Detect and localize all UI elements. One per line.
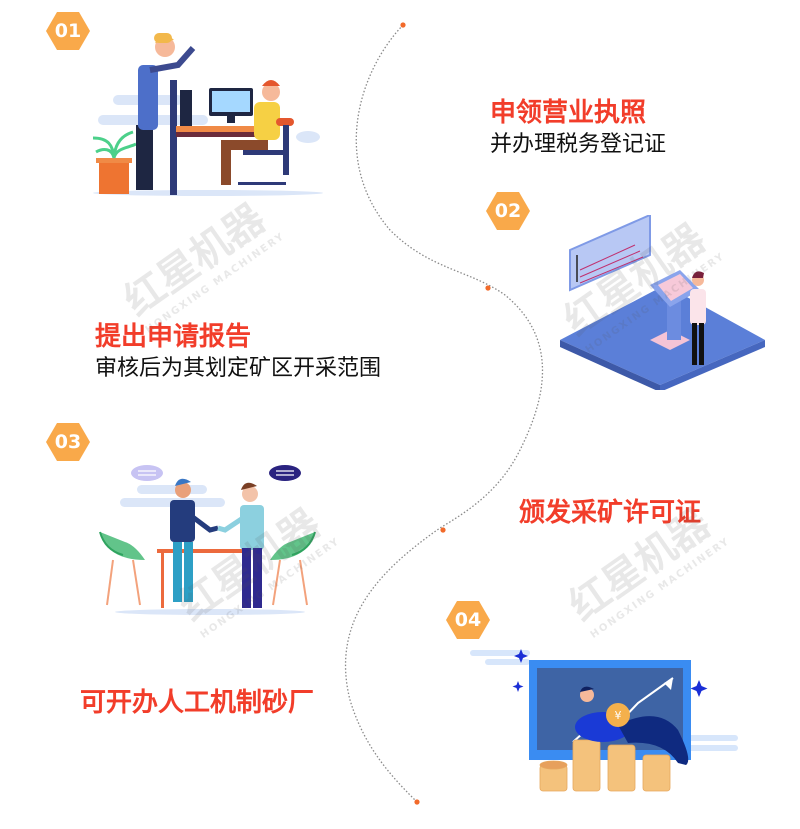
- step-badge-01: 01: [46, 12, 90, 50]
- step-badge-04: 04: [446, 601, 490, 639]
- svg-text:¥: ¥: [615, 709, 622, 722]
- step-title-04: 可开办人工机制砂厂: [80, 688, 315, 718]
- kiosk-application-illustration: [560, 215, 765, 390]
- timeline-dot: [485, 285, 491, 291]
- step-badge-03: 03: [46, 423, 90, 461]
- step-subtitle-02: 审核后为其划定矿区开采范围: [95, 356, 382, 381]
- timeline-dot: [440, 527, 446, 533]
- timeline-dot: [400, 22, 406, 28]
- handshake-illustration: [99, 465, 316, 615]
- step-badge-02: 02: [486, 192, 530, 230]
- step-title-02: 提出申请报告: [95, 322, 252, 352]
- timeline-dot: [414, 799, 420, 805]
- step-subtitle-01: 并办理税务登记证: [490, 132, 667, 157]
- step-title-03: 颁发采矿许可证: [519, 498, 702, 528]
- step-title-01: 申领营业执照: [490, 98, 647, 128]
- office-discussion-illustration: [92, 33, 323, 196]
- coins-growth-illustration: ¥: [470, 649, 738, 792]
